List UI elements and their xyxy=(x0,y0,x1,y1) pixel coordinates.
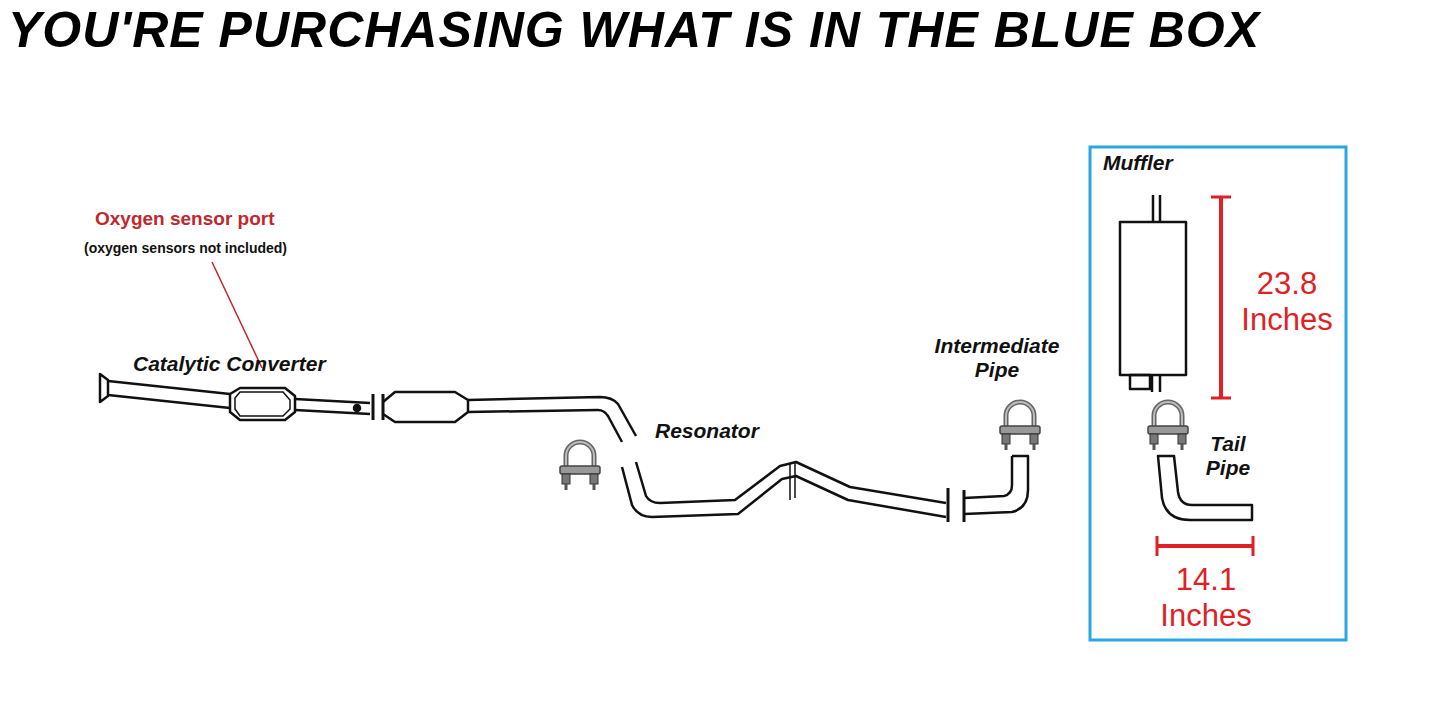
blue-box xyxy=(1090,147,1346,640)
flange xyxy=(963,490,966,522)
part-name: Catalytic Converter xyxy=(133,352,326,376)
muffler-outlet xyxy=(1130,375,1150,389)
note-label: (oxygen sensors not included) xyxy=(84,240,287,256)
dimension-lines xyxy=(1157,197,1253,556)
resonator-hanger xyxy=(790,463,795,500)
dimension-label: 23.8 Inches xyxy=(1232,266,1342,337)
flange xyxy=(372,394,375,420)
oxygen-sensor-port xyxy=(354,405,360,411)
muffler-inlet xyxy=(1153,195,1160,222)
dimension-label: 14.1 Inches xyxy=(1150,562,1262,633)
resonator-pipe xyxy=(622,462,946,517)
flange xyxy=(947,488,950,522)
front-pipe xyxy=(468,397,636,442)
cat-body-inner xyxy=(235,392,290,416)
catalytic-converter xyxy=(383,392,468,422)
callout-label: Oxygen sensor port xyxy=(95,208,275,230)
part-name: Resonator xyxy=(655,419,759,443)
page-title: YOU'RE PURCHASING WHAT IS IN THE BLUE BO… xyxy=(8,2,1260,60)
inlet-flange xyxy=(100,374,108,402)
part-name: Muffler xyxy=(1103,151,1173,175)
cat-pipe xyxy=(295,399,370,414)
part-name: Intermediate Pipe xyxy=(922,334,1072,382)
part-name: Tail Pipe xyxy=(1196,432,1260,480)
cat-pipe xyxy=(108,381,230,408)
intermediate-pipe xyxy=(964,456,1028,514)
catalytic-converter xyxy=(230,388,295,420)
muffler-outlet xyxy=(1152,375,1160,392)
muffler-body xyxy=(1120,222,1186,375)
